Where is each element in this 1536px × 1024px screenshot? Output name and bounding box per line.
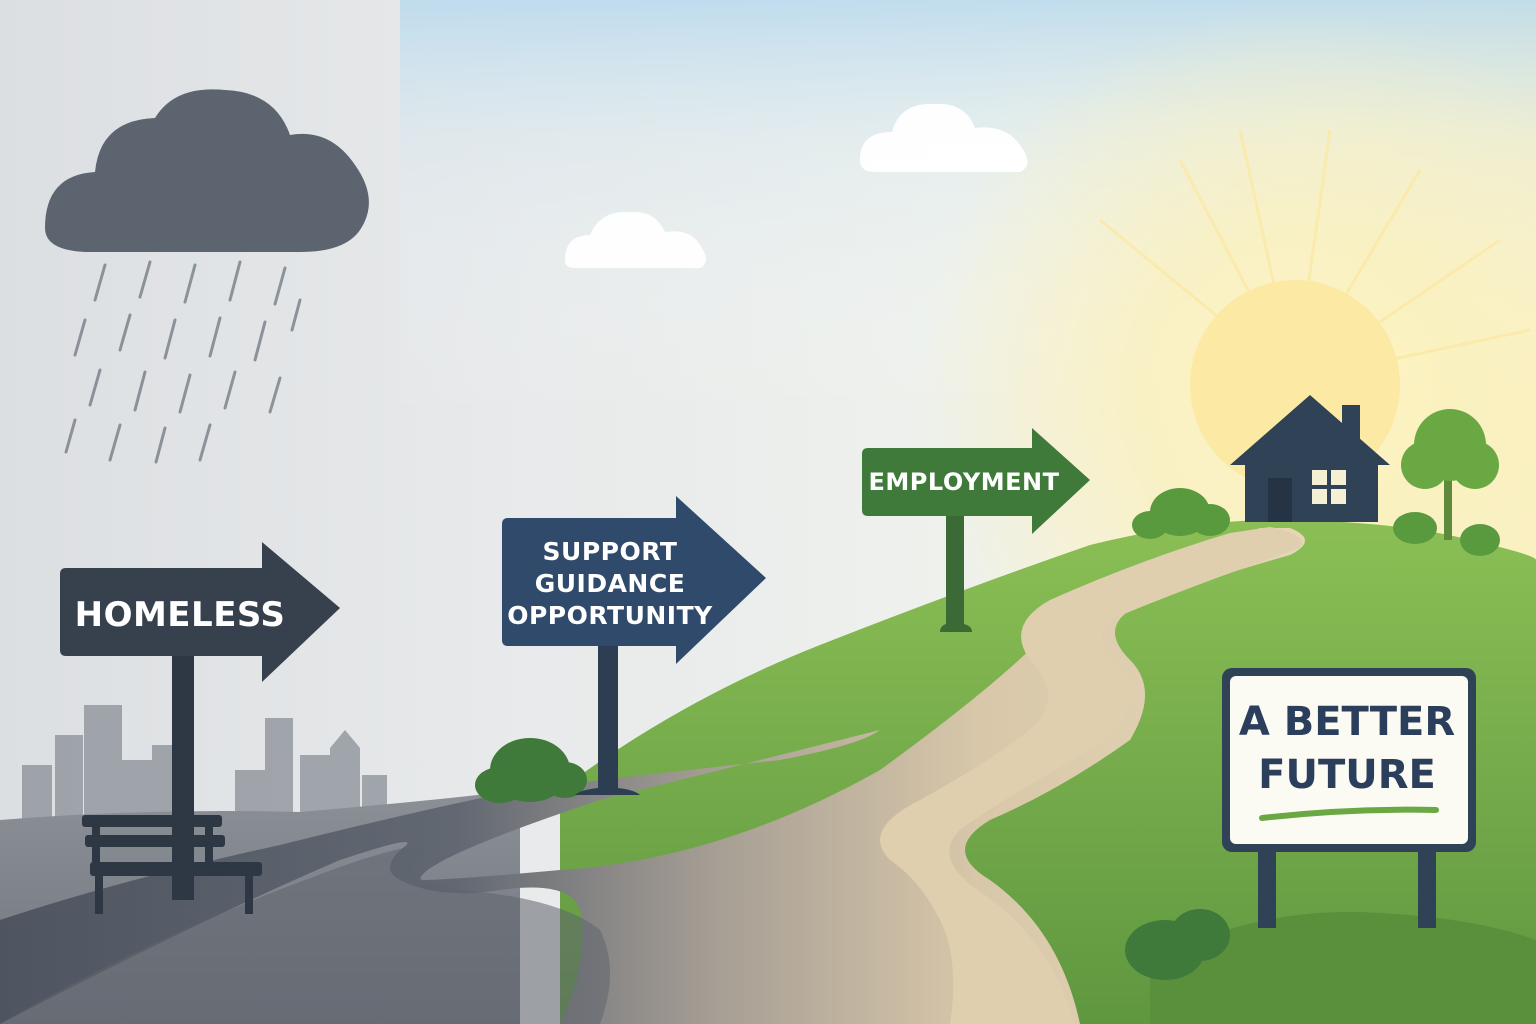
employment-sign: EMPLOYMENT [862,428,1090,632]
support-label-3: OPPORTUNITY [507,601,713,630]
future-label-2: FUTURE [1258,752,1436,798]
sand-path [880,527,1302,1024]
road-shadow [0,846,610,1024]
bush-left [475,738,587,803]
support-label-2: GUIDANCE [535,569,686,598]
bush-foreground [1125,909,1230,980]
white-cloud-large [860,103,1028,172]
bush-hilltop [1132,488,1500,556]
better-future-sign: A BETTER FUTURE [1222,668,1476,928]
rain-cloud-icon [45,89,369,464]
white-cloud-small [565,211,706,268]
support-label-1: SUPPORT [543,537,678,566]
homeless-sign: HOMELESS [60,542,340,900]
future-underline [1259,806,1439,821]
employment-label: EMPLOYMENT [869,468,1060,496]
homeless-label: HOMELESS [75,595,286,635]
future-label-1: A BETTER [1239,699,1455,745]
foreground-mound [1150,911,1536,1024]
tree-icon [1401,409,1499,540]
support-sign: SUPPORT GUIDANCE OPPORTUNITY [502,496,766,795]
house-icon [1230,395,1390,522]
